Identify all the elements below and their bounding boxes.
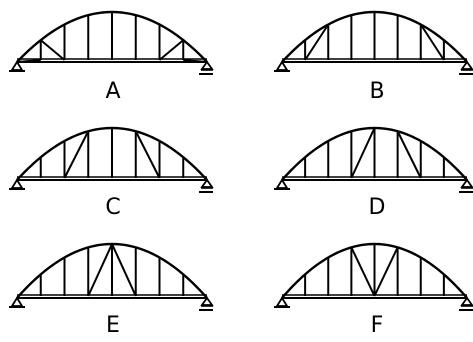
truss-panel-f xyxy=(274,242,473,311)
diagonal-member xyxy=(419,23,445,61)
diagonal-member xyxy=(87,243,113,297)
roller-support xyxy=(200,178,214,188)
truss-panel-c xyxy=(9,126,214,193)
diagonal-member xyxy=(63,130,90,179)
truss-panel-d xyxy=(274,126,473,193)
truss-panel-e xyxy=(9,242,214,311)
label-c: C xyxy=(105,195,120,220)
roller-support xyxy=(200,296,214,306)
pin-support xyxy=(275,296,289,307)
diagonal-member xyxy=(396,130,422,179)
diagonal-member xyxy=(350,127,376,179)
roller-support xyxy=(460,178,473,188)
pin-support xyxy=(275,60,289,71)
label-d: D xyxy=(369,195,386,220)
roller-support xyxy=(200,60,214,70)
label-a: A xyxy=(105,79,120,104)
pin-support xyxy=(10,178,24,189)
truss-panel-a xyxy=(9,10,214,75)
diagonal-member xyxy=(16,59,41,63)
diagonal-member xyxy=(40,39,66,61)
diagonal-member xyxy=(158,39,184,61)
diagonal-member xyxy=(373,246,399,297)
label-b: B xyxy=(369,79,384,104)
pin-support xyxy=(10,296,24,307)
label-e: E xyxy=(106,313,120,338)
diagonal-member xyxy=(304,23,330,61)
pin-support xyxy=(10,60,24,71)
diagonal-member xyxy=(111,243,137,297)
truss-panel-b xyxy=(274,10,473,75)
diagonal-member xyxy=(183,59,208,63)
label-f: F xyxy=(371,313,384,338)
diagonal-member xyxy=(350,246,376,297)
pin-support xyxy=(275,178,289,189)
roller-support xyxy=(460,296,473,306)
diagonal-member xyxy=(134,130,161,179)
roller-support xyxy=(460,60,473,70)
